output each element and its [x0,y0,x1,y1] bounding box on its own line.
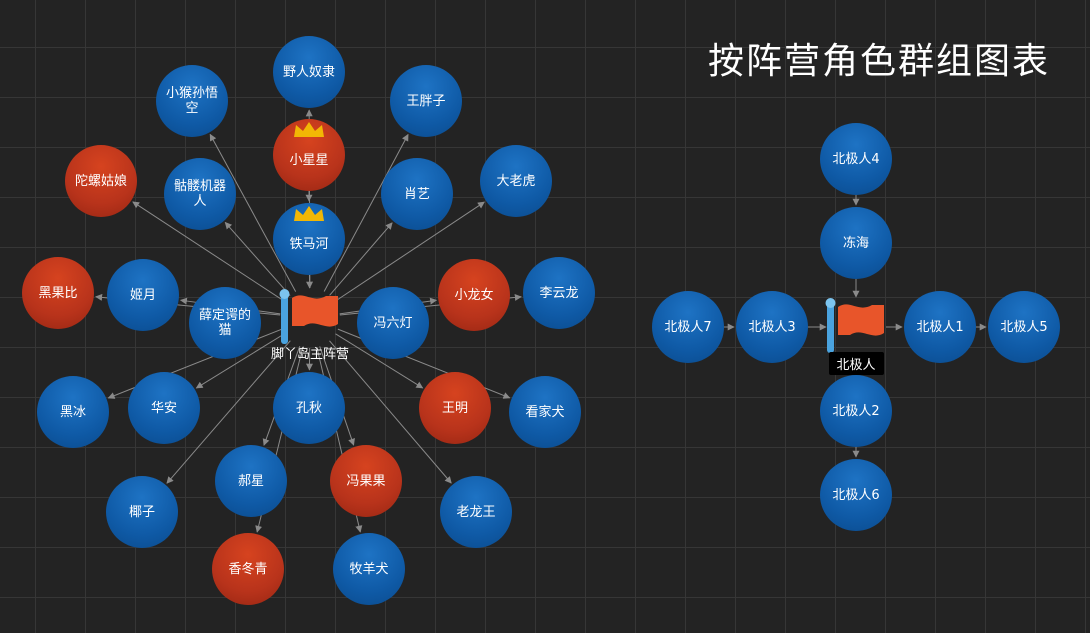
character-node[interactable]: 王明 [419,372,491,444]
group1-edge-hub-laolongwang [329,340,452,484]
character-node[interactable]: 北极人4 [820,123,892,195]
character-node-label: 李云龙 [539,285,579,301]
character-node[interactable]: 华安 [128,372,200,444]
character-node[interactable]: 冯六灯 [357,287,429,359]
character-node[interactable]: 郝星 [215,445,287,517]
character-node[interactable]: 小星星 [273,119,345,191]
character-node-label: 薛定谔的猫 [198,308,251,338]
character-node-label: 香冬青 [228,561,268,577]
character-node[interactable]: 骷髅机器人 [164,158,236,230]
camp-flag-icon[interactable] [824,297,894,357]
character-node-label: 冻海 [842,235,869,251]
character-node[interactable]: 冻海 [820,207,892,279]
character-node-label: 郝星 [237,473,264,489]
character-node-label: 北极人4 [832,151,880,167]
character-node[interactable]: 北极人7 [652,291,724,363]
character-node[interactable]: 薛定谔的猫 [189,287,261,359]
camp-hub-label: 脚丫岛主阵营 [271,347,350,362]
character-node[interactable]: 冯果果 [330,445,402,517]
group1-edge-hub-dalaohu [334,201,485,302]
character-node-label: 孔秋 [295,400,322,416]
character-node-label: 小猴孙悟空 [165,86,218,116]
group1-edge-hub-yezi [166,340,291,484]
character-node[interactable]: 王胖子 [390,65,462,137]
character-node-label: 北极人6 [832,487,880,503]
character-node-label: 小龙女 [454,287,494,303]
character-node[interactable]: 姬月 [107,259,179,331]
character-node-label: 北极人7 [664,319,712,335]
character-node[interactable]: 黑果比 [22,257,94,329]
character-node-label: 北极人2 [832,403,880,419]
crown-icon [294,206,324,221]
character-node-label: 王明 [441,400,468,416]
character-node-label: 北极人5 [1000,319,1048,335]
character-node-label: 冯果果 [346,473,386,489]
character-node-label: 小星星 [289,152,329,168]
character-node[interactable]: 孔秋 [273,372,345,444]
character-node[interactable]: 北极人3 [736,291,808,363]
character-node[interactable]: 肖艺 [381,158,453,230]
character-node[interactable]: 看家犬 [509,376,581,448]
character-node[interactable]: 李云龙 [523,257,595,329]
character-node-label: 牧羊犬 [349,561,389,577]
character-node-label: 大老虎 [496,173,536,189]
character-node[interactable]: 北极人6 [820,459,892,531]
group1-edge-hub-wangming [335,333,424,389]
character-node[interactable]: 大老虎 [480,145,552,217]
character-node-label: 骷髅机器人 [173,179,226,209]
character-node-label: 姬月 [129,287,156,303]
character-node-label: 华安 [150,400,177,416]
camp-hub-label: 北极人 [828,352,884,375]
character-node[interactable]: 北极人1 [904,291,976,363]
character-node[interactable]: 香冬青 [212,533,284,605]
character-node[interactable]: 小龙女 [438,259,510,331]
character-node-label: 冯六灯 [373,315,413,331]
character-node[interactable]: 小猴孙悟空 [156,65,228,137]
camp-flag-icon[interactable] [278,288,348,348]
character-node-label: 看家犬 [525,404,565,420]
chart-title: 按阵营角色群组图表 [707,41,1050,82]
crown-icon [294,122,324,137]
character-node[interactable]: 牧羊犬 [333,533,405,605]
character-node-label: 老龙王 [456,504,496,520]
character-node[interactable]: 陀螺姑娘 [65,145,137,217]
character-node-label: 陀螺姑娘 [74,173,127,189]
character-node[interactable]: 老龙王 [440,476,512,548]
group1-edge-hub-tuoluo [132,201,286,302]
character-node-label: 黑果比 [38,285,78,301]
group1-edge-hub-huaan [195,333,285,389]
character-node-label: 王胖子 [406,93,446,109]
character-node[interactable]: 北极人5 [988,291,1060,363]
character-node-label: 北极人1 [916,319,964,335]
character-node[interactable]: 铁马河 [273,203,345,275]
character-node-label: 椰子 [128,504,155,520]
character-node[interactable]: 野人奴隶 [273,36,345,108]
group1-edge-hub-wangpang [323,133,409,292]
character-node-label: 北极人3 [748,319,796,335]
group1-edge-hub-xiaoyi [329,222,393,296]
character-node-label: 野人奴隶 [282,64,335,80]
character-node-label: 铁马河 [289,236,329,252]
group1-edge-hub-xiaohou [209,133,297,292]
group1-edge-hub-kulou [224,221,291,296]
character-node[interactable]: 黑冰 [37,376,109,448]
character-node[interactable]: 椰子 [106,476,178,548]
character-node[interactable]: 北极人2 [820,375,892,447]
character-node-label: 黑冰 [59,404,86,420]
character-node-label: 肖艺 [403,186,430,202]
